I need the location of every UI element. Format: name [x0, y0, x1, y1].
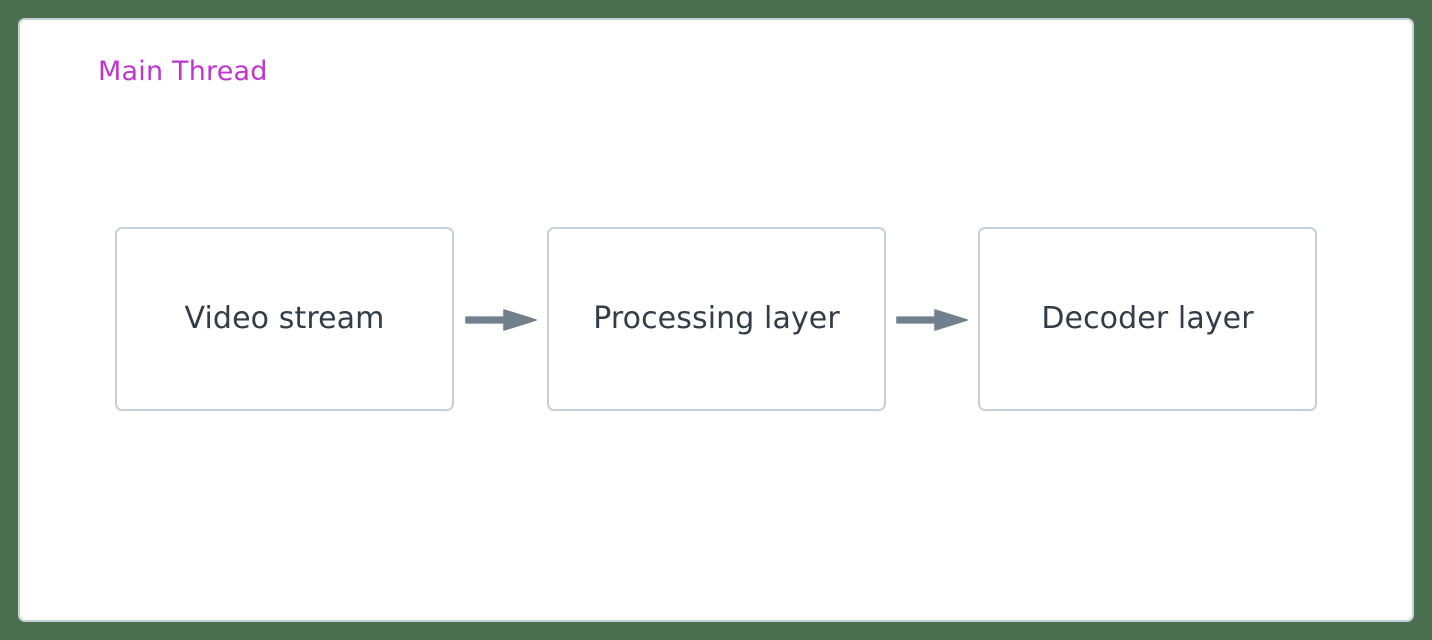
arrow-icon [465, 309, 537, 331]
cluster-label-main-thread: Main Thread [98, 56, 268, 87]
node-video-stream[interactable]: Video stream [115, 227, 454, 411]
node-label: Processing layer [593, 301, 840, 336]
edge-video-stream-to-processing-layer [465, 309, 537, 331]
edge-processing-layer-to-decoder-layer [896, 309, 968, 331]
node-processing-layer[interactable]: Processing layer [547, 227, 886, 411]
node-decoder-layer[interactable]: Decoder layer [978, 227, 1317, 411]
node-label: Video stream [184, 301, 385, 336]
arrow-icon [896, 309, 968, 331]
node-label: Decoder layer [1041, 301, 1254, 336]
